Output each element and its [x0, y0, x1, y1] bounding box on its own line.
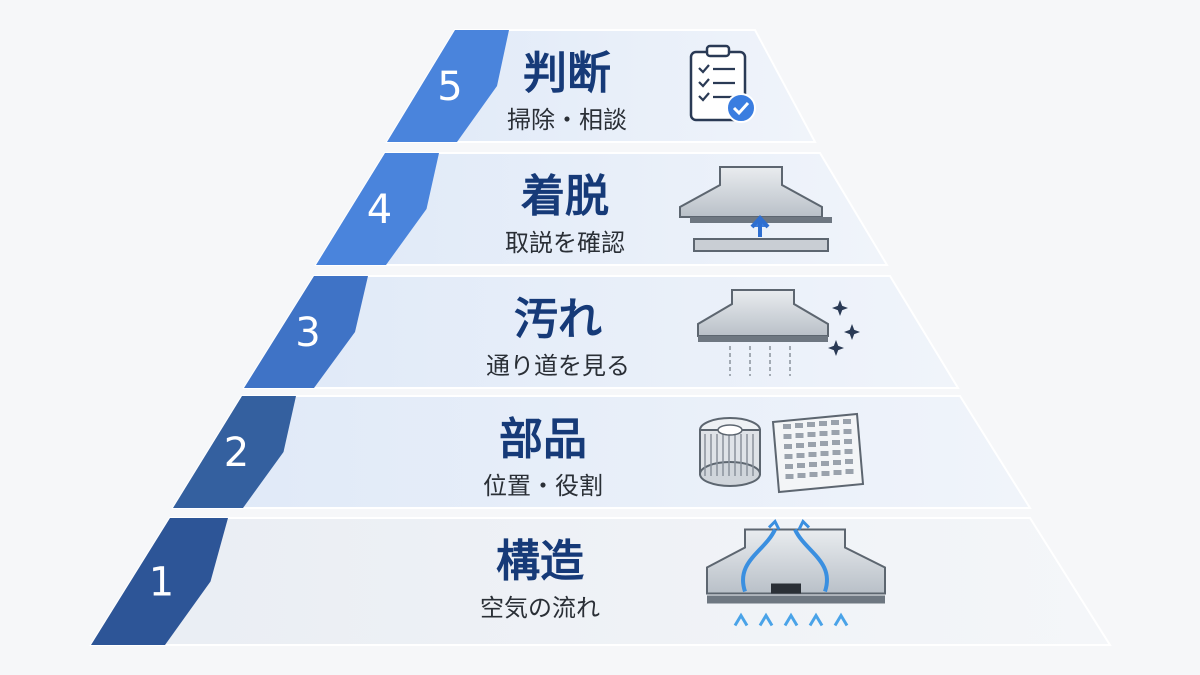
tier-3-number: 3	[295, 310, 320, 356]
tier-4-badge	[316, 153, 439, 265]
tier-3-badge	[244, 276, 368, 388]
range-hood-airflow-icon	[706, 518, 886, 627]
tier-3-title: 汚れ	[514, 294, 602, 345]
icons-layer	[679, 44, 886, 627]
tier-4-subtitle: 取説を確認	[505, 229, 625, 257]
tier-1-number: 1	[149, 560, 174, 606]
tier-2-title: 部品	[499, 414, 587, 465]
tier-4-title: 着脱	[521, 171, 609, 222]
range-hood-dirt-flow-icon	[697, 289, 860, 376]
tier-2-subtitle: 位置・役割	[483, 472, 603, 500]
tier-2-number: 2	[224, 430, 249, 476]
range-hood-removal-icon	[679, 166, 832, 252]
clipboard-check-icon	[689, 44, 756, 123]
tier-5-title: 判断	[523, 48, 611, 99]
tier-5-number: 5	[437, 64, 462, 110]
tier-1-subtitle: 空気の流れ	[480, 594, 600, 622]
tier-1-band	[89, 517, 1112, 646]
tier-2-badge	[173, 396, 296, 508]
tier-1-title: 構造	[496, 536, 584, 587]
tier-5-badge	[387, 30, 509, 142]
tier-4-number: 4	[367, 187, 392, 233]
tier-5-subtitle: 掃除・相談	[507, 106, 627, 134]
fan-and-filter-icon	[699, 412, 865, 494]
tier-1-badge	[91, 518, 228, 645]
tier-3-subtitle: 通り道を見る	[486, 352, 630, 380]
